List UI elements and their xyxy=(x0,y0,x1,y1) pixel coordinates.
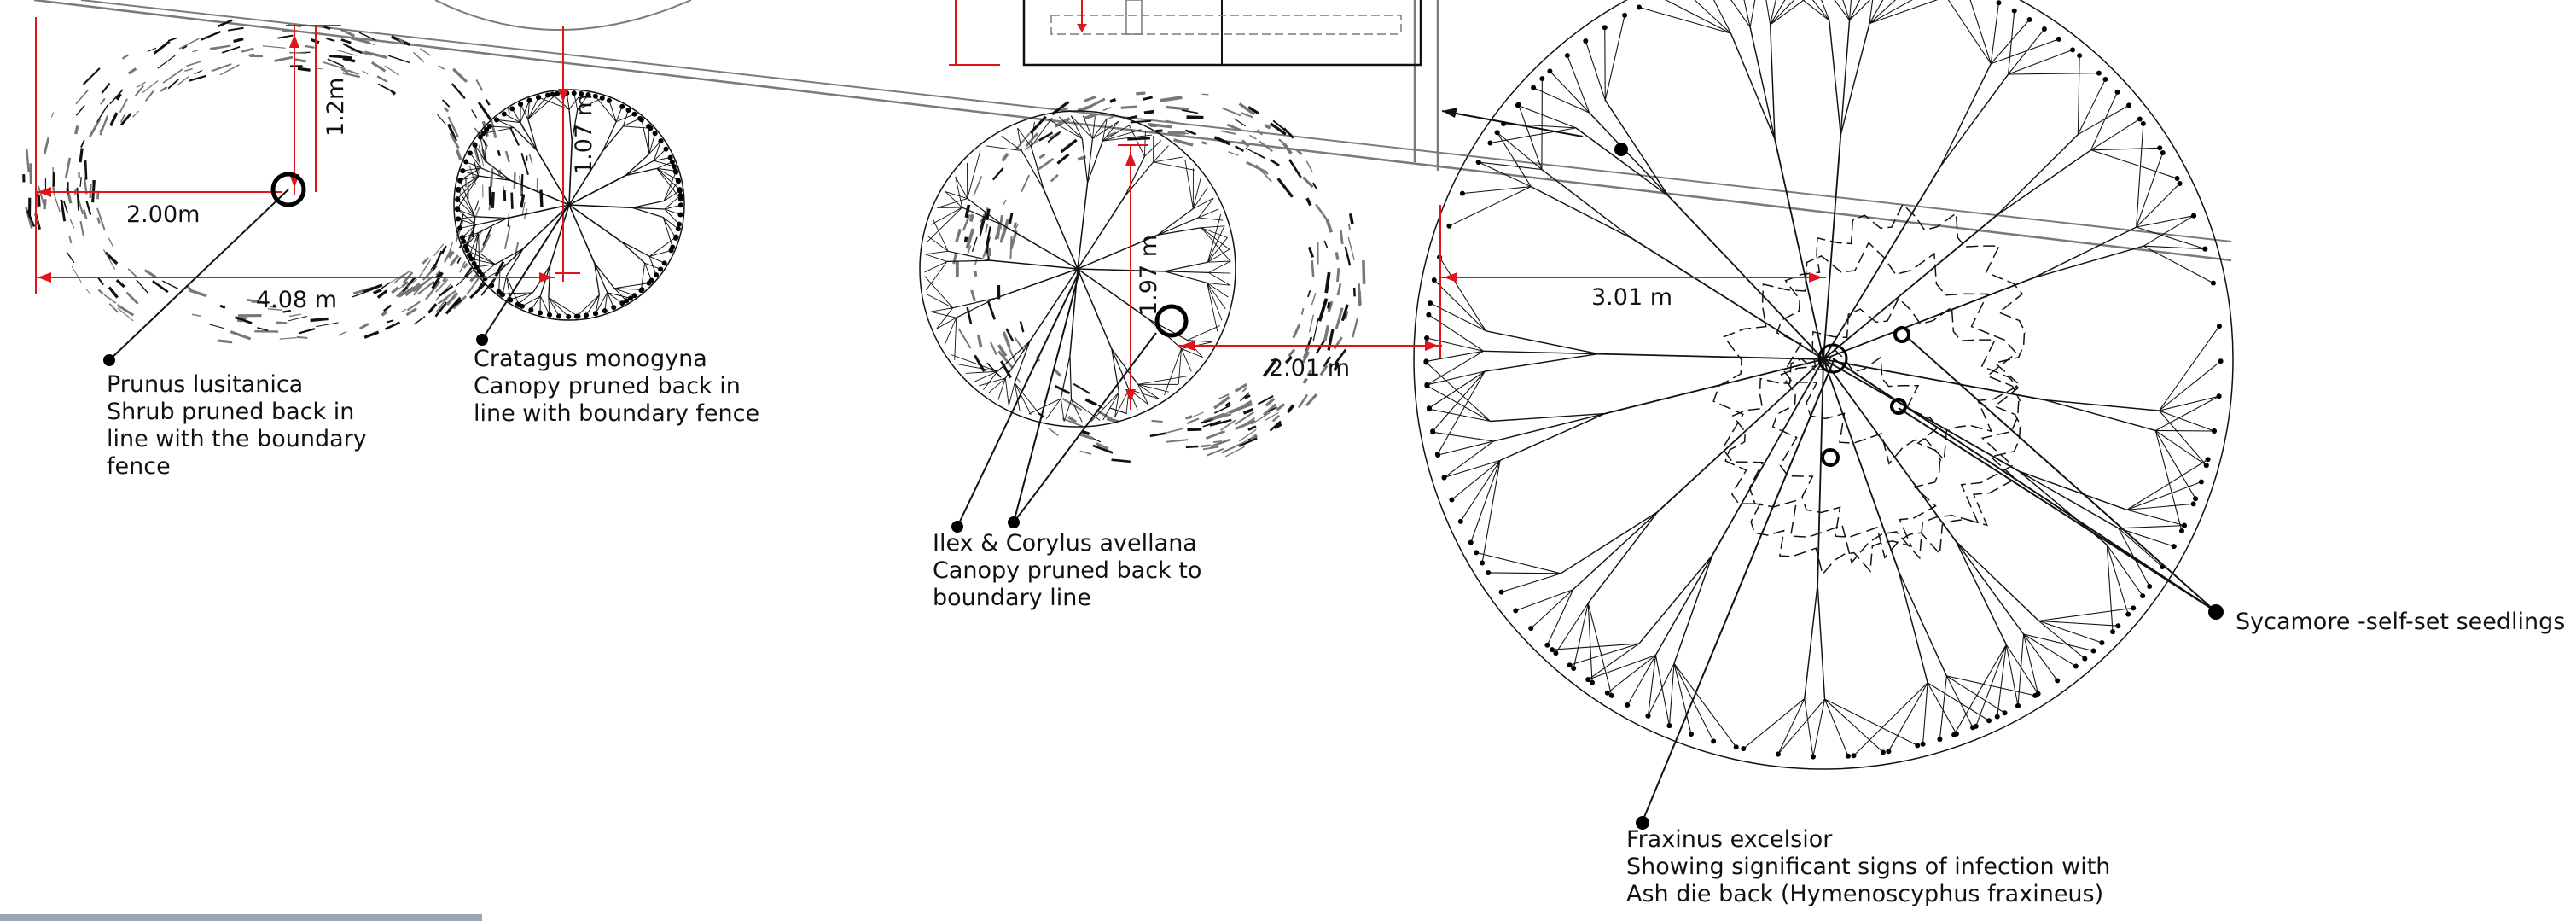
sycamore-canopy-1 xyxy=(1776,203,2026,465)
label-line: Shrub pruned back in xyxy=(107,399,354,425)
label-line: boundary line xyxy=(933,585,1091,611)
ilex-outer-canopy xyxy=(952,91,1366,463)
label-sycamore: Sycamore -self-set seedlings xyxy=(2236,609,2565,635)
sycamore-canopy-2 xyxy=(1712,242,2021,564)
dimension-fraxinus-offset: 3.01 m xyxy=(1591,284,1672,311)
label-line: Fraxinus excelsior xyxy=(1626,826,1833,853)
label-fraxinus-excelsior: Fraxinus excelsior Showing significant s… xyxy=(1626,826,2110,907)
tree-symbols xyxy=(22,0,2234,770)
dimension-prunus-radius: 2.00m xyxy=(126,201,200,228)
label-line: Showing significant signs of infection w… xyxy=(1626,854,2110,880)
existing-curved-feature xyxy=(434,0,692,31)
building-outline xyxy=(1022,0,1439,171)
label-line: Cratagus monogyna xyxy=(474,346,707,372)
label-line: Canopy pruned back in xyxy=(474,373,741,399)
dimension-prunus-total: 4.08 m xyxy=(256,287,337,313)
photo-fragment xyxy=(0,914,482,921)
label-line: fence xyxy=(107,453,171,480)
label-line: line with the boundary xyxy=(107,426,367,452)
sycamore-canopy-3 xyxy=(1771,297,2022,559)
dimension-ilex-offset: 2.01 m xyxy=(1269,355,1350,382)
label-line: Ash die back (Hymenoscyphus fraxineus) xyxy=(1626,881,2103,907)
dimension-prunus-height: 1.2m xyxy=(323,78,349,137)
label-line: line with boundary fence xyxy=(474,400,759,427)
label-cratagus-monogyna: Cratagus monogyna Canopy pruned back in … xyxy=(474,346,759,427)
label-line: Sycamore -self-set seedlings xyxy=(2236,609,2565,635)
top-dimension-marker xyxy=(949,0,1087,66)
dimension-lines xyxy=(35,17,1826,410)
label-prunus-lusitanica: Prunus lusitanica Shrub pruned back in l… xyxy=(107,371,367,480)
ilex-canopy xyxy=(919,110,1236,428)
dimension-ilex-height: 1.97 m xyxy=(1136,235,1162,316)
boundary-fence xyxy=(33,0,2232,262)
dimension-cratagus-height: 1.07 m xyxy=(571,94,597,175)
label-line: Ilex & Corylus avellana xyxy=(933,530,1197,557)
label-line: Canopy pruned back to xyxy=(933,557,1201,584)
building-arrow xyxy=(1441,110,1584,137)
stem-markers xyxy=(270,172,1910,467)
leader-lines xyxy=(108,189,2215,822)
label-ilex-corylus: Ilex & Corylus avellana Canopy pruned ba… xyxy=(933,530,1201,611)
sycamore-canopy-4 xyxy=(1724,348,1942,576)
leader-dots xyxy=(103,143,2224,830)
label-line: Prunus lusitanica xyxy=(107,371,303,398)
